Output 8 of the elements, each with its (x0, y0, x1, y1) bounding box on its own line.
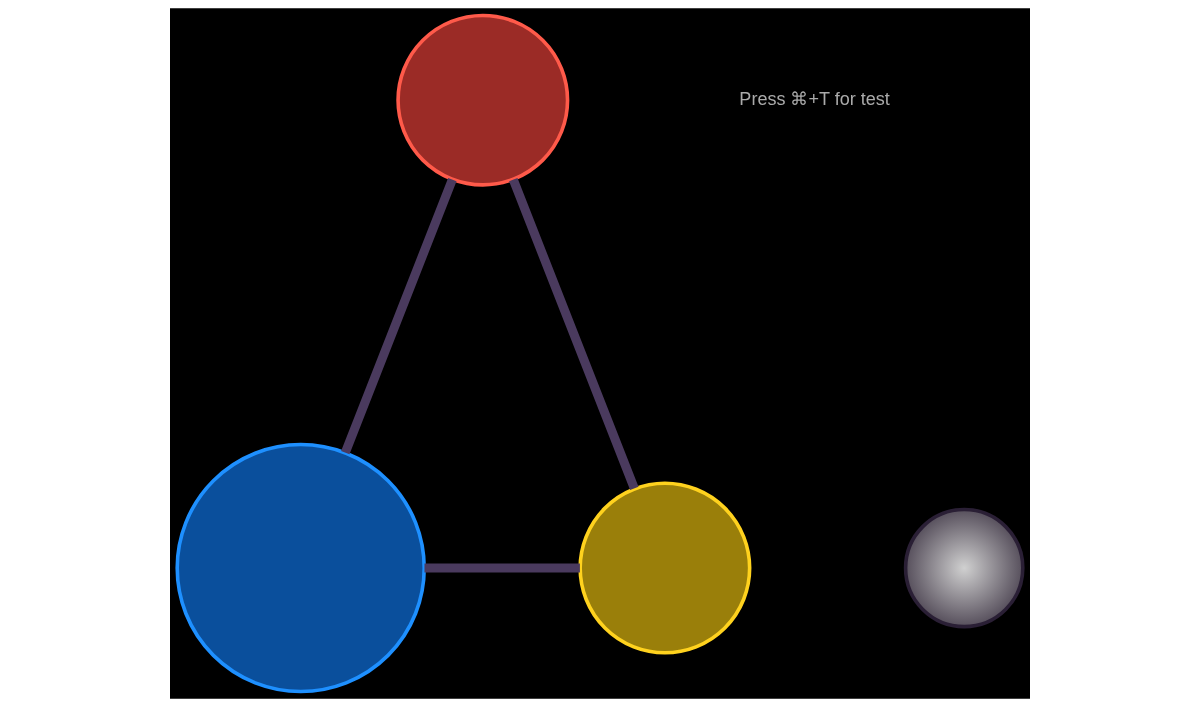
node-circle (578, 481, 752, 655)
node-circle (175, 442, 426, 694)
node-circle (396, 13, 570, 187)
connector (424, 563, 580, 573)
connector (509, 178, 639, 490)
connector (341, 178, 457, 455)
node-circle (903, 507, 1025, 629)
label: Press ⌘+T for test (739, 88, 890, 109)
